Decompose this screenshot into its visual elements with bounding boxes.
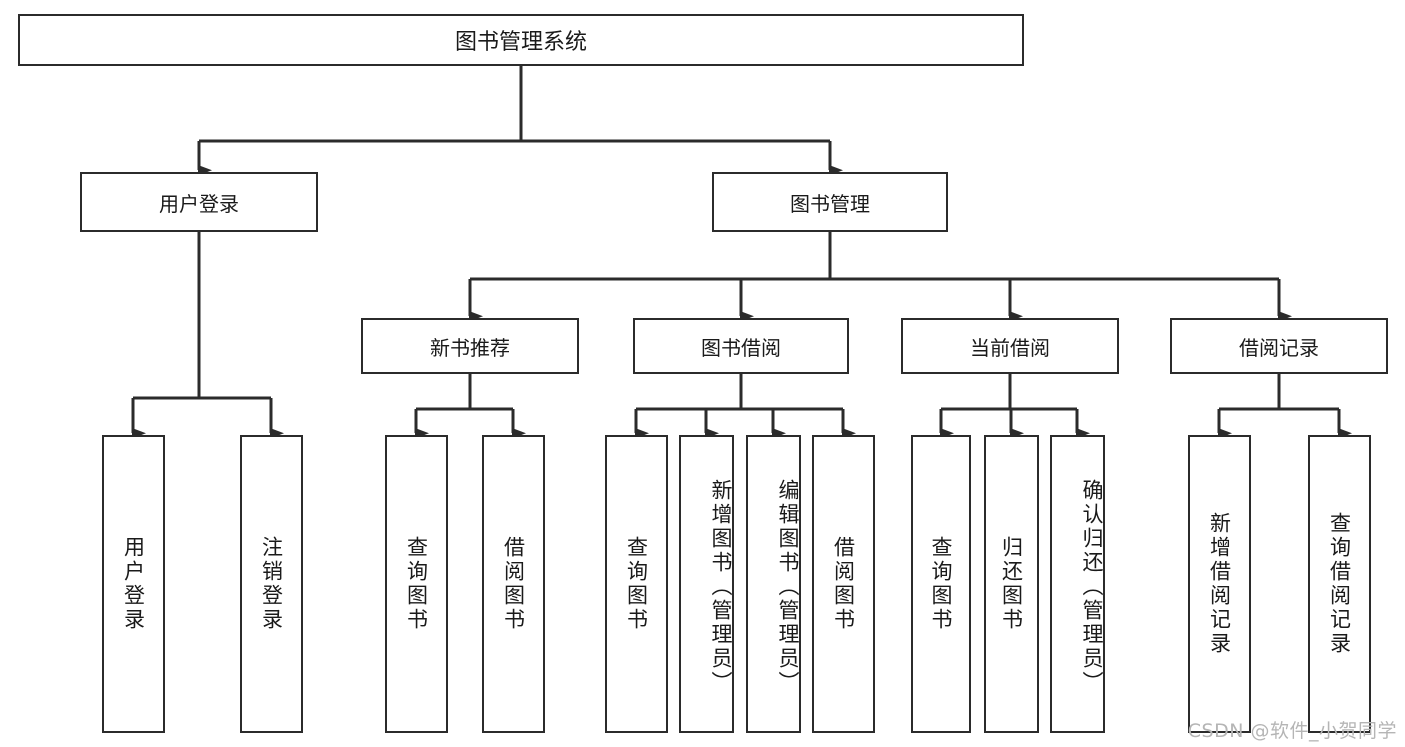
leaf-node[interactable]: 确认归还（管理员） <box>1050 435 1105 733</box>
watermark: CSDN @软件_小贺同学 <box>1187 720 1397 742</box>
node-user-login-label: 用户登录 <box>159 191 239 216</box>
leaf-label: 借阅图书 <box>831 536 856 632</box>
node-root[interactable]: 图书管理系统 <box>18 14 1024 66</box>
leaf-node[interactable]: 借阅图书 <box>812 435 875 733</box>
node-current-borrow-label: 当前借阅 <box>970 335 1050 360</box>
leaf-label: 确认归还（管理员） <box>1080 479 1104 695</box>
leaf-node[interactable]: 查询图书 <box>911 435 971 733</box>
leaf-node[interactable]: 用户登录 <box>102 435 165 733</box>
node-book-management-label: 图书管理 <box>790 191 870 216</box>
leaf-label: 归还图书 <box>999 536 1024 632</box>
leaf-node[interactable]: 注销登录 <box>240 435 303 733</box>
node-book-management[interactable]: 图书管理 <box>712 172 948 232</box>
leaf-node[interactable]: 新增借阅记录 <box>1188 435 1251 733</box>
node-book-borrow-label: 图书借阅 <box>701 335 781 360</box>
node-new-book-recommend-label: 新书推荐 <box>430 335 510 360</box>
leaf-node[interactable]: 归还图书 <box>984 435 1039 733</box>
leaf-node[interactable]: 借阅图书 <box>482 435 545 733</box>
leaf-node[interactable]: 编辑图书（管理员） <box>746 435 801 733</box>
node-borrow-record-label: 借阅记录 <box>1239 335 1319 360</box>
node-book-borrow[interactable]: 图书借阅 <box>633 318 849 374</box>
leaf-label: 借阅图书 <box>501 536 526 632</box>
node-current-borrow[interactable]: 当前借阅 <box>901 318 1119 374</box>
leaf-label: 用户登录 <box>121 536 146 632</box>
leaf-node[interactable]: 查询图书 <box>605 435 668 733</box>
leaf-label: 新增借阅记录 <box>1207 512 1232 656</box>
leaf-label: 新增图书（管理员） <box>709 479 733 695</box>
leaf-label: 查询图书 <box>929 536 954 632</box>
node-borrow-record[interactable]: 借阅记录 <box>1170 318 1388 374</box>
leaf-label: 查询图书 <box>404 536 429 632</box>
node-new-book-recommend[interactable]: 新书推荐 <box>361 318 579 374</box>
leaf-node[interactable]: 查询借阅记录 <box>1308 435 1371 733</box>
node-user-login[interactable]: 用户登录 <box>80 172 318 232</box>
node-root-label: 图书管理系统 <box>454 30 587 55</box>
leaf-label: 注销登录 <box>259 536 284 632</box>
leaf-node[interactable]: 查询图书 <box>385 435 448 733</box>
leaf-label: 查询借阅记录 <box>1327 512 1352 656</box>
leaf-label: 查询图书 <box>624 536 649 632</box>
leaf-node[interactable]: 新增图书（管理员） <box>679 435 734 733</box>
leaf-label: 编辑图书（管理员） <box>776 479 800 695</box>
